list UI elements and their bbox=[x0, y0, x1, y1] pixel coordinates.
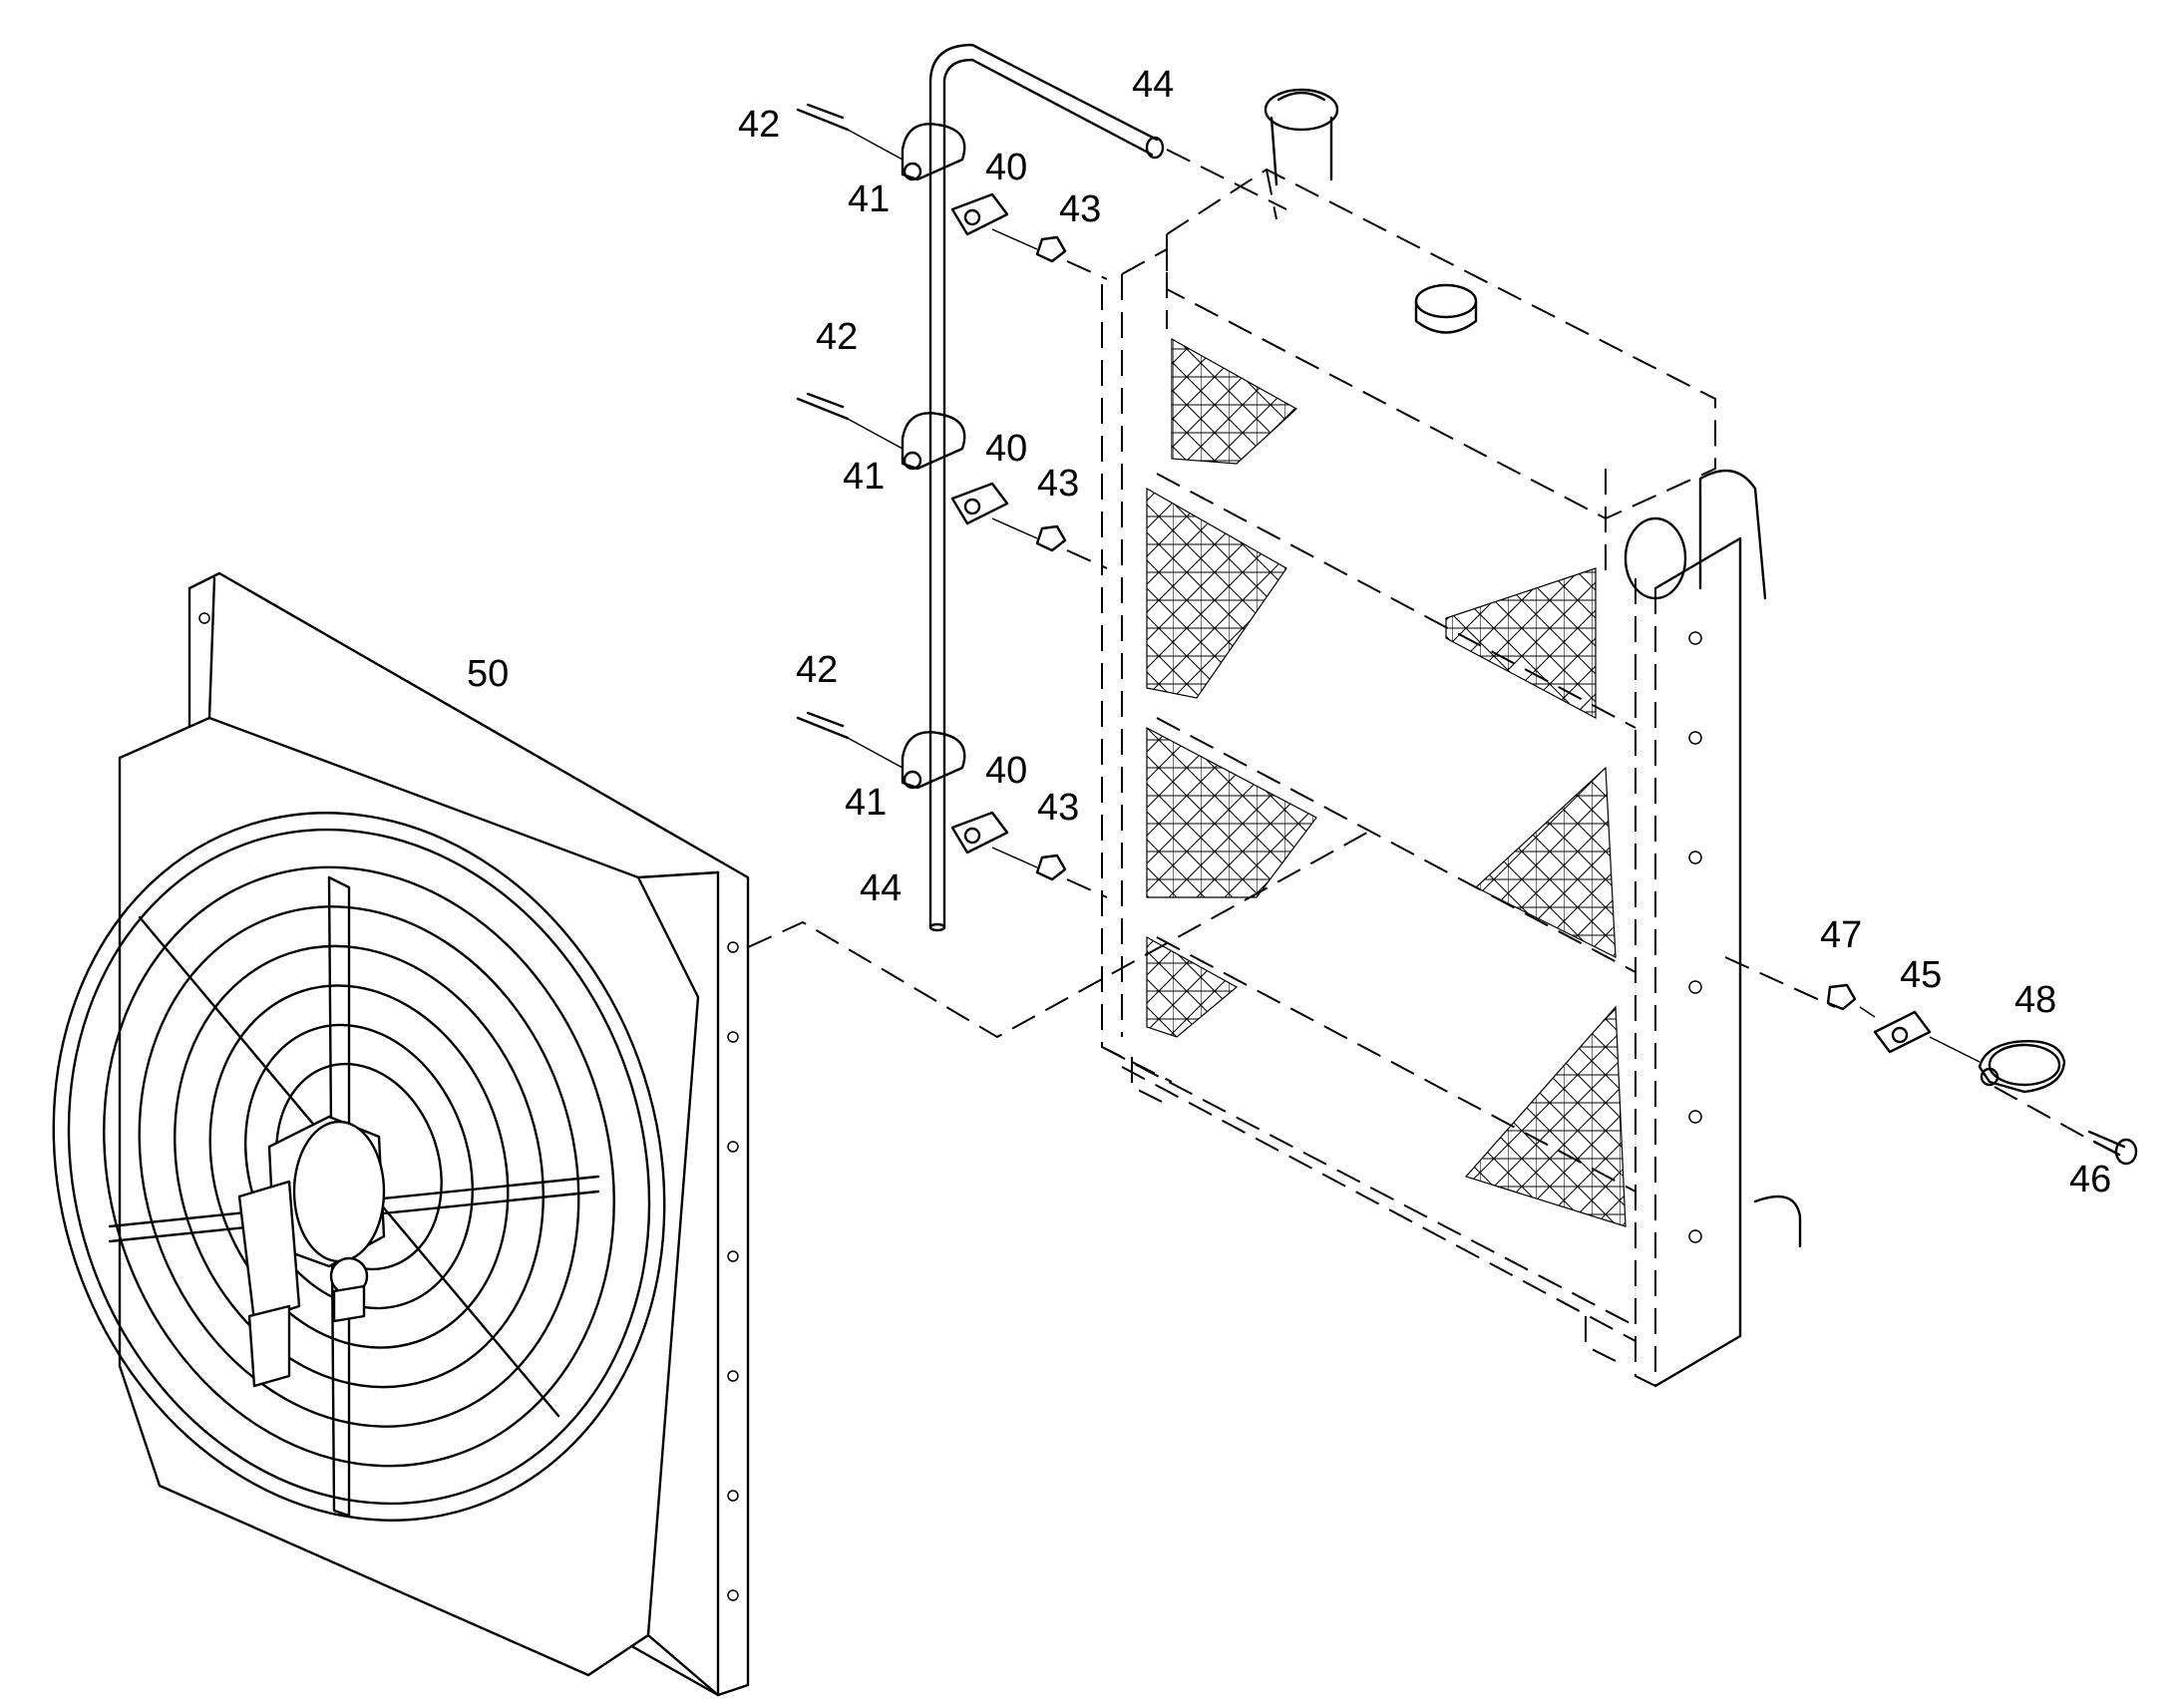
filler-cap bbox=[1414, 283, 1478, 334]
tube-44 bbox=[928, 43, 1287, 932]
clamp-set-bottom bbox=[796, 711, 1108, 898]
inlet-pipe bbox=[1264, 88, 1339, 186]
radiator-core-mesh bbox=[1146, 337, 1627, 1227]
callout-45: 45 bbox=[1900, 954, 1942, 996]
callout-43-a: 43 bbox=[1059, 188, 1101, 230]
assembly-line-fan bbox=[747, 827, 1377, 1039]
clamp-set-middle bbox=[796, 392, 1108, 569]
callout-43-b: 43 bbox=[1037, 463, 1079, 505]
callout-40-c: 40 bbox=[985, 750, 1027, 792]
hydraulic-motor bbox=[237, 1115, 386, 1388]
callout-44-top: 44 bbox=[1132, 64, 1174, 106]
callout-42-c: 42 bbox=[796, 649, 838, 691]
fan-assembly-50 bbox=[52, 571, 750, 1697]
callout-48: 48 bbox=[2014, 979, 2056, 1021]
callout-43-c: 43 bbox=[1037, 787, 1079, 829]
callout-labels: 44 42 41 40 43 42 41 40 43 42 41 40 43 4… bbox=[467, 64, 2111, 1200]
callout-46: 46 bbox=[2069, 1159, 2111, 1200]
callout-40-a: 40 bbox=[985, 147, 1027, 188]
side-tank bbox=[1624, 469, 1802, 1388]
callout-40-b: 40 bbox=[985, 428, 1027, 470]
callout-42-a: 42 bbox=[738, 104, 780, 146]
radiator-assembly bbox=[1101, 88, 1802, 1388]
callout-41-a: 41 bbox=[848, 178, 890, 220]
callout-47: 47 bbox=[1820, 914, 1862, 956]
callout-41-c: 41 bbox=[845, 782, 887, 824]
callout-44-bottom: 44 bbox=[860, 867, 902, 909]
clamp-set-top bbox=[796, 103, 1108, 280]
callout-41-b: 41 bbox=[843, 456, 885, 498]
callout-42-b: 42 bbox=[816, 316, 858, 358]
clamp-set-right bbox=[1724, 956, 2138, 1166]
callout-50: 50 bbox=[467, 653, 509, 695]
